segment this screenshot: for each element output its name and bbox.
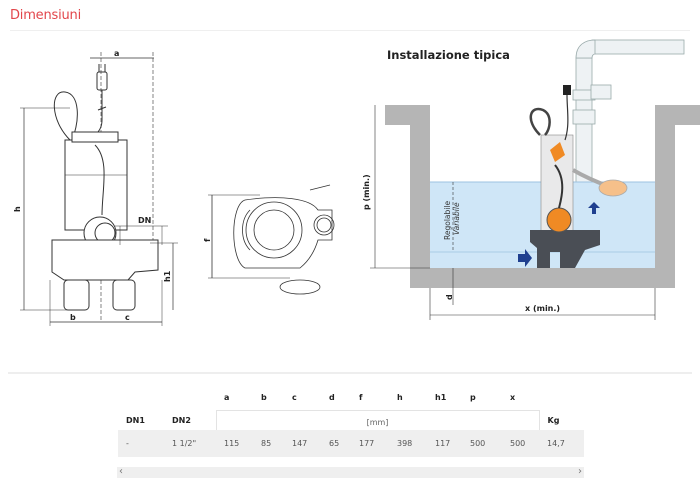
section-title: Dimensiuni (10, 8, 81, 23)
dimensions-table: a b c d f h h1 p x DN1 DN2 [mm] Kg - 1 1… (118, 385, 588, 457)
col-header-c: c (292, 392, 297, 402)
dim-label-b: b (70, 313, 76, 322)
cell-x: 500 (502, 430, 539, 457)
typical-installation-drawing: p (min.) Regolabile Variabile d x (min.) (355, 30, 700, 330)
col-header-f: f (359, 392, 363, 402)
cell-b: 85 (253, 430, 284, 457)
cell-c: 147 (284, 430, 321, 457)
table-header-letters: a b c d f h h1 p x (118, 385, 584, 410)
cell-dn1: - (118, 430, 164, 457)
dim-label-x: x (min.) (525, 304, 560, 313)
unit-label: [mm] (215, 409, 540, 430)
dim-label-h1: h1 (163, 270, 172, 282)
title-divider (10, 30, 690, 31)
pump-side-view-drawing: a h DN h1 b c (10, 40, 185, 330)
cell-h: 398 (389, 430, 427, 457)
chevron-right-icon[interactable]: › (578, 466, 582, 477)
col-header-p: p (470, 392, 476, 402)
variabile-label: Variabile (452, 202, 461, 235)
dim-label-a: a (114, 49, 119, 58)
cell-kg: 14,7 (539, 430, 584, 457)
col-header-d: d (329, 392, 335, 402)
col-header-b: b (261, 392, 267, 402)
cell-f: 177 (351, 430, 389, 457)
dim-label-p: p (min.) (362, 174, 371, 210)
regolabile-label: Regolabile (443, 201, 452, 240)
col-header-h: h (397, 392, 403, 402)
dim-label-d: d (445, 294, 454, 300)
dim-label-c: c (125, 313, 130, 322)
col-header-x: x (510, 392, 516, 402)
table-row: - 1 1/2" 115 85 147 65 177 398 117 500 5… (118, 430, 584, 457)
cell-h1: 117 (427, 430, 462, 457)
section-divider (8, 372, 692, 374)
dim-label-f: f (203, 238, 212, 242)
cell-d: 65 (321, 430, 351, 457)
dim-label-h: h (13, 206, 22, 212)
cell-a: 115 (216, 430, 253, 457)
col-header-h1: h1 (435, 392, 447, 402)
dim-label-dn: DN (138, 216, 151, 225)
col-header-kg: Kg (547, 415, 560, 425)
cell-p: 500 (462, 430, 502, 457)
cell-dn2: 1 1/2" (164, 430, 216, 457)
col-header-dn1: DN1 (126, 415, 145, 425)
pump-top-view-drawing: f (200, 180, 340, 300)
installation-title: Installazione tipica (387, 48, 510, 62)
table-header-units: DN1 DN2 [mm] Kg (118, 409, 584, 430)
col-header-a: a (224, 392, 230, 402)
chevron-left-icon[interactable]: ‹ (119, 466, 123, 477)
table-horizontal-scrollbar[interactable]: ‹ › (117, 466, 584, 478)
col-header-dn2: DN2 (172, 415, 191, 425)
